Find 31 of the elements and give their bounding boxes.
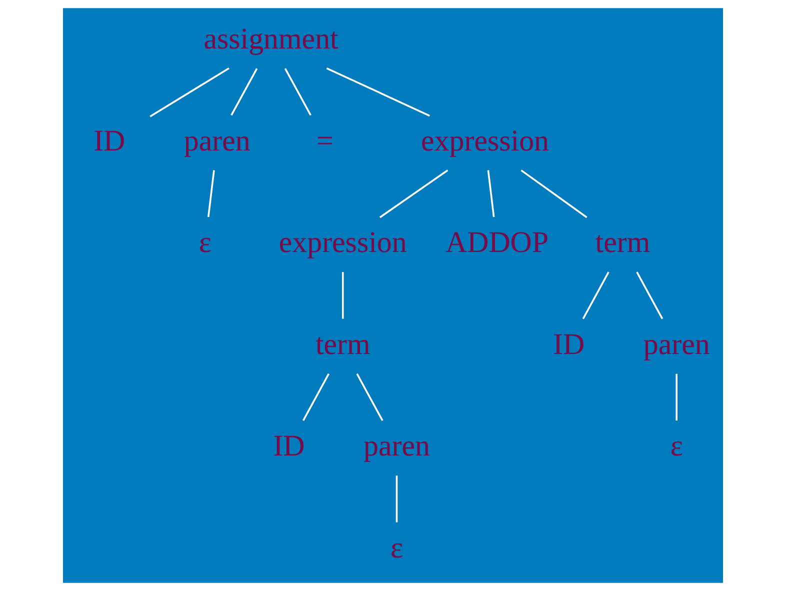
connector	[520, 170, 587, 218]
node-text: paren	[642, 328, 710, 361]
node-text: term	[594, 226, 650, 260]
connector	[636, 272, 663, 320]
node-text: term	[314, 328, 370, 361]
node-text: ε	[390, 531, 403, 564]
connector	[326, 67, 430, 117]
node-text: expression	[278, 226, 406, 260]
connector	[395, 476, 398, 522]
node-text: assignment	[203, 22, 338, 56]
connector	[378, 170, 448, 218]
node-text: =	[316, 124, 333, 158]
node-text: ε	[198, 226, 211, 260]
node-text: ID	[552, 328, 584, 361]
connector	[206, 170, 214, 218]
node-text: expression	[420, 124, 549, 158]
connector	[582, 272, 609, 320]
connector	[486, 170, 494, 218]
node-text: paren	[183, 124, 250, 158]
connector	[284, 68, 311, 116]
node-text: ε	[670, 430, 682, 463]
connector	[341, 272, 344, 319]
connector	[149, 68, 229, 118]
node-text: ID	[93, 124, 125, 158]
node-text: paren	[363, 430, 430, 463]
node-text: ID	[272, 430, 304, 463]
node-text: ADDOP	[444, 226, 548, 260]
connector	[356, 373, 383, 421]
connector	[230, 68, 258, 116]
connector	[675, 374, 677, 421]
connector	[302, 373, 329, 421]
